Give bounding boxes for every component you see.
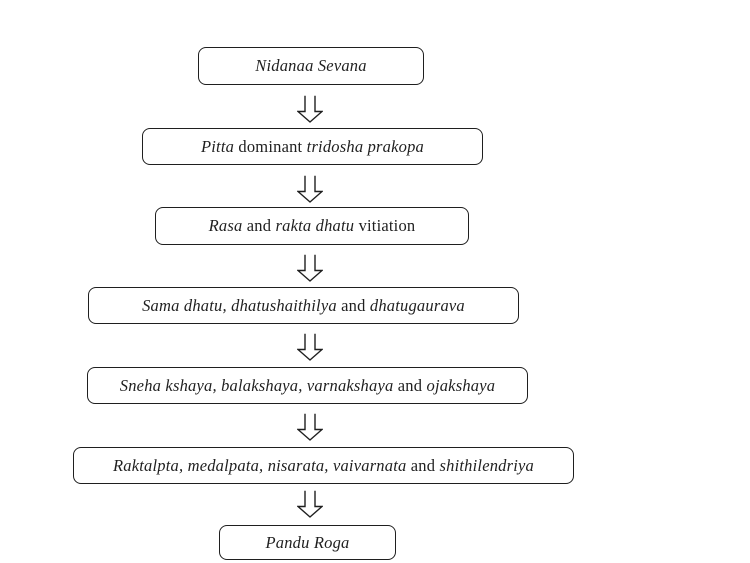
flow-node-text-segment: vitiation	[354, 216, 416, 235]
flow-node-text-segment: and	[393, 375, 427, 395]
flow-node-text-segment: dhatugaurava	[369, 295, 465, 315]
down-block-arrow-icon	[297, 490, 323, 518]
flow-node-kshaya-group: Sneha kshaya, balakshaya, varnakshaya an…	[87, 367, 528, 404]
flow-node-text-segment: Rasa	[208, 216, 243, 235]
flow-node-text-segment: rakta dhatu	[275, 216, 355, 235]
flow-node-text-segment: dominant	[234, 136, 307, 156]
flow-node-rasa-rakta-dhatu-vitiation: Rasa and rakta dhatu vitiation	[155, 207, 469, 245]
flow-node-text-segment: and	[406, 455, 440, 475]
flow-node-text-segment: Pitta	[200, 136, 235, 156]
down-block-arrow-icon	[297, 413, 323, 441]
flow-node-text-segment: Raktalpta, medalpata, nisarata, vaivarna…	[112, 455, 407, 475]
flow-node-nidanaa-sevana: Nidanaa Sevana	[198, 47, 424, 85]
down-block-arrow-icon	[297, 175, 323, 203]
flow-node-text-segment: tridosha prakopa	[306, 136, 424, 156]
down-block-arrow-icon	[297, 95, 323, 123]
down-block-arrow-icon	[297, 333, 323, 361]
flow-node-text-segment: Sneha kshaya, balakshaya, varnakshaya	[119, 375, 394, 395]
flow-node-raktalpta-group: Raktalpta, medalpata, nisarata, vaivarna…	[73, 447, 574, 484]
flow-node-text-segment: ojakshaya	[426, 375, 496, 395]
flow-node-text-segment: shithilendriya	[439, 455, 534, 475]
down-block-arrow-icon	[297, 254, 323, 282]
flow-node-sama-dhatu: Sama dhatu, dhatushaithilya and dhatugau…	[88, 287, 519, 324]
flow-node-text-segment: Nidanaa Sevana	[255, 56, 367, 75]
flow-node-text-segment: and	[242, 216, 276, 235]
flow-node-text-segment: Pandu Roga	[265, 532, 350, 552]
flow-node-text-segment: Sama dhatu, dhatushaithilya	[142, 295, 337, 315]
flow-node-text-segment: and	[336, 295, 370, 315]
flow-node-tridosha-prakopa: Pitta dominant tridosha prakopa	[142, 128, 483, 165]
flow-node-pandu-roga: Pandu Roga	[219, 525, 396, 560]
